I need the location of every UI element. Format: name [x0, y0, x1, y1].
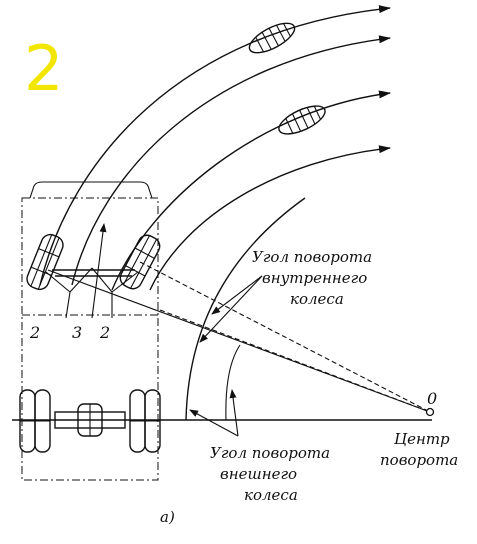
steering-linkage: [45, 223, 139, 319]
outer-angle-label: Угол поворота внешнего колеса: [210, 444, 330, 504]
part-label-2-right: 2: [99, 323, 110, 342]
subfigure-label: a): [160, 508, 175, 526]
outer-trajectory-arc-1: [39, 5, 391, 286]
inner-angle-label: Угол поворота внутреннего колеса: [252, 248, 372, 308]
svg-text:внутреннего: внутреннего: [262, 269, 367, 287]
rear-left-dual-wheel: [19, 389, 51, 453]
svg-text:поворота: поворота: [380, 451, 458, 469]
svg-text:колеса: колеса: [244, 486, 298, 504]
svg-text:внешнего: внешнего: [220, 465, 297, 483]
tire-marks: [248, 22, 326, 135]
front-left-wheel: [26, 233, 64, 291]
steering-direction-arrow: [91, 223, 107, 319]
tire-mark-upper: [248, 22, 296, 54]
inner-trajectory-arc-2: [149, 145, 391, 291]
svg-text:Угол поворота: Угол поворота: [252, 248, 372, 266]
svg-text:Угол поворота: Угол поворота: [210, 444, 330, 462]
rear-axle-assembly: [19, 389, 161, 453]
part-label-2-left: 2: [29, 323, 40, 342]
trajectory-arcs: [39, 5, 391, 421]
tire-mark-lower: [278, 105, 326, 135]
front-right-wheel: [119, 234, 161, 290]
inner-angle-arc: [225, 344, 241, 421]
figure-number: 2: [24, 32, 63, 105]
turning-center-point: [425, 407, 435, 417]
outer-trajectory-arc-2: [71, 35, 391, 286]
svg-text:колеса: колеса: [290, 290, 344, 308]
outer-angle-arc: [185, 197, 306, 421]
turning-center-label: Центр поворота: [380, 430, 458, 469]
rear-right-dual-wheel: [129, 389, 161, 453]
svg-text:Центр: Центр: [394, 430, 450, 448]
turning-center-marker: 0: [427, 389, 437, 408]
part-label-3: 3: [72, 323, 82, 342]
vehicle-body-outline: [21, 181, 159, 481]
angle-pointers: [189, 275, 263, 437]
